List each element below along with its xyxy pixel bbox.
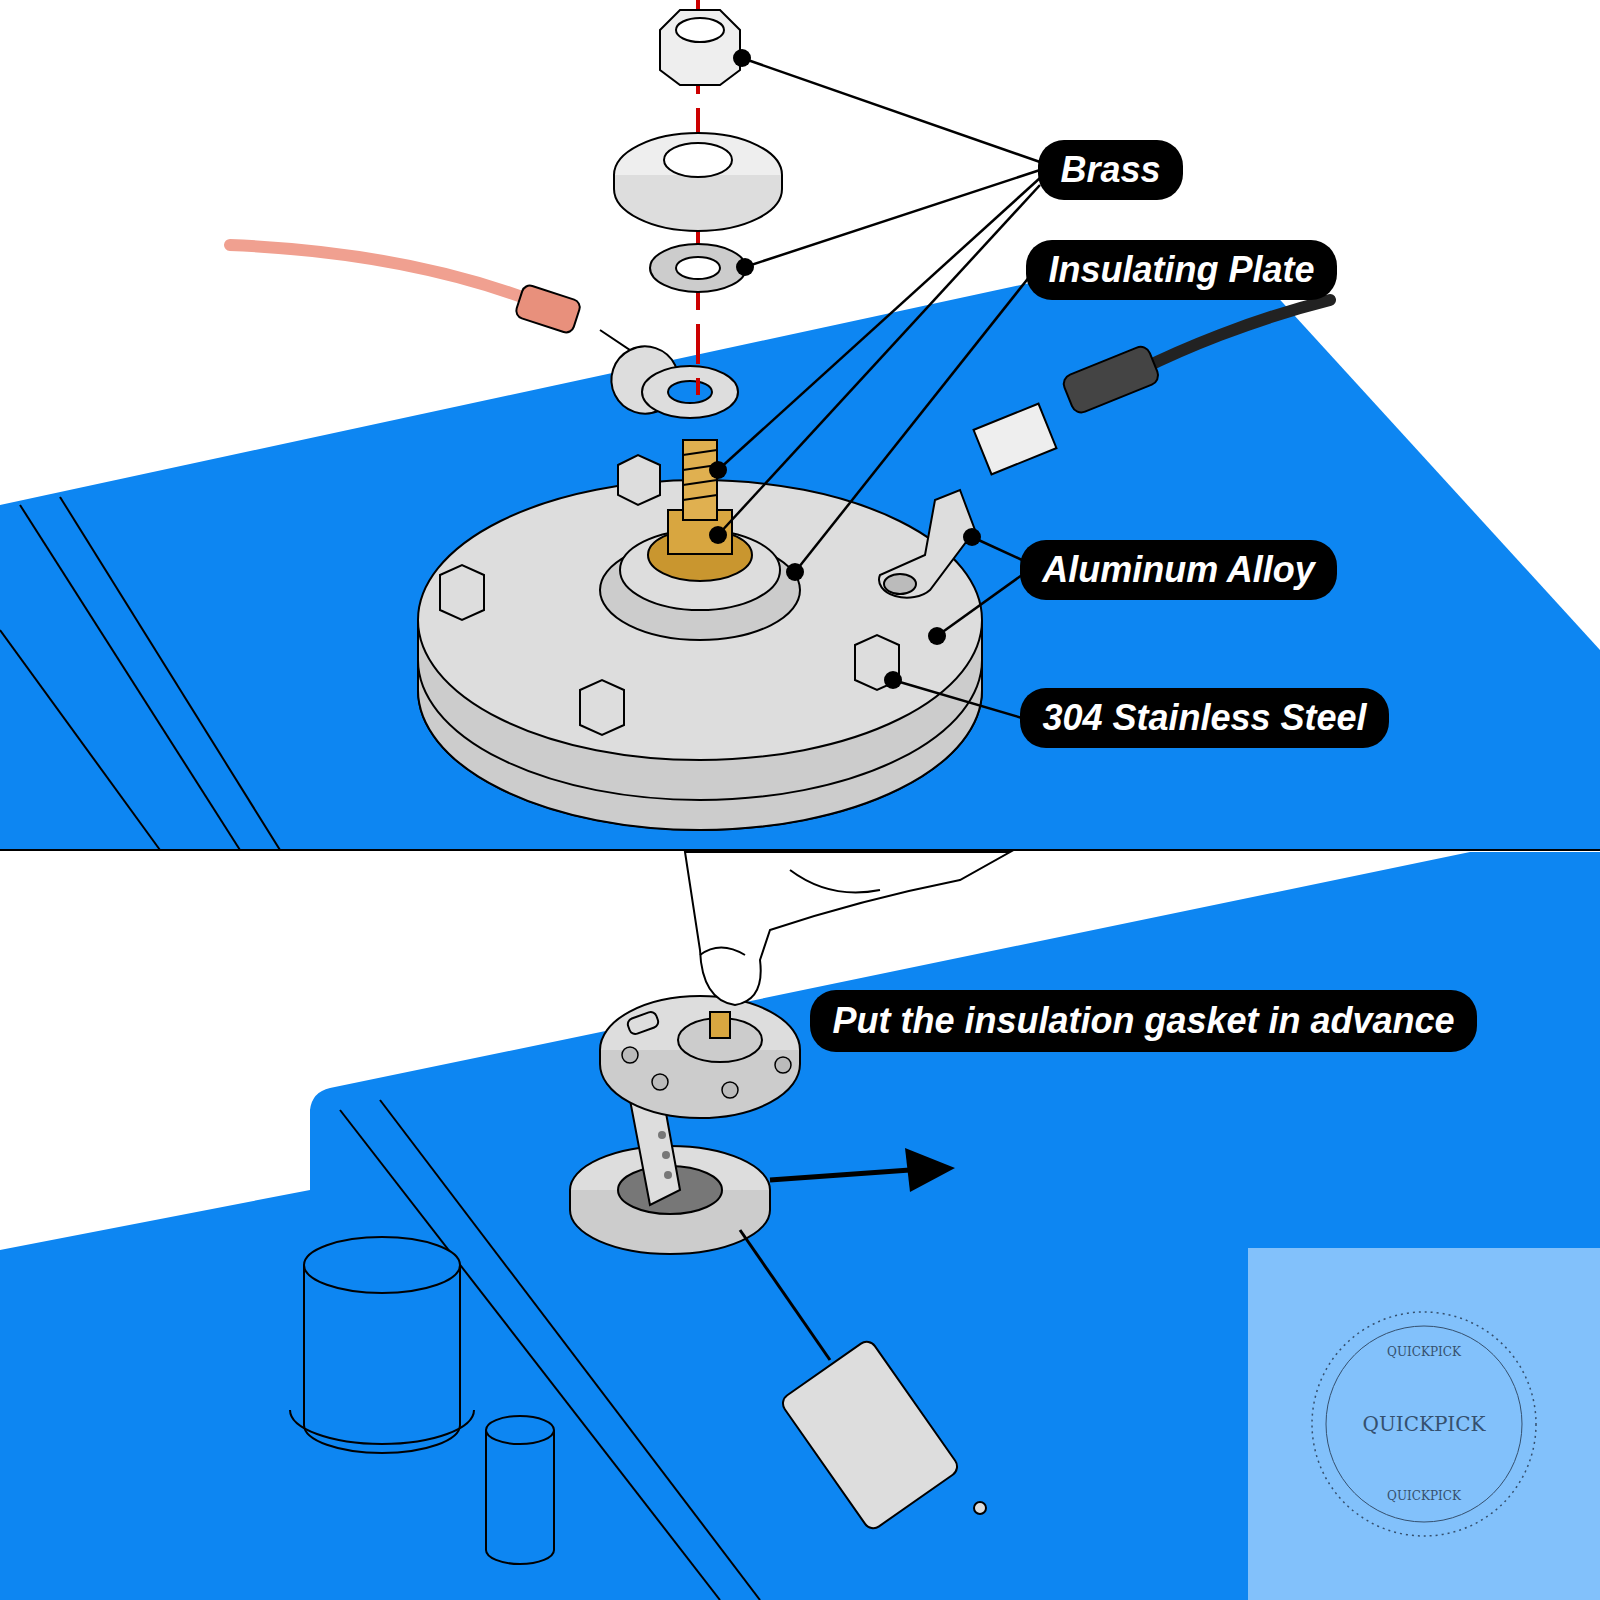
aluminum-callout: Aluminum Alloy <box>1020 540 1337 600</box>
callout-text: 304 Stainless Steel <box>1042 697 1366 739</box>
watermark: QUICKPICK <box>1387 1489 1461 1503</box>
steel-callout: 304 Stainless Steel <box>1020 688 1389 748</box>
watermark: QUICKPICK <box>1387 1345 1461 1359</box>
brass-callout: Brass <box>1038 140 1183 200</box>
callout-text: Put the insulation gasket in advance <box>832 1000 1454 1042</box>
callout-text: Insulating Plate <box>1048 249 1314 291</box>
insulating-plate-callout: Insulating Plate <box>1026 240 1337 300</box>
callout-text: Aluminum Alloy <box>1042 549 1315 591</box>
instruction-callout: Put the insulation gasket in advance <box>810 990 1477 1052</box>
callout-text: Brass <box>1060 149 1160 191</box>
watermark: QUICKPICK <box>1363 1412 1486 1436</box>
